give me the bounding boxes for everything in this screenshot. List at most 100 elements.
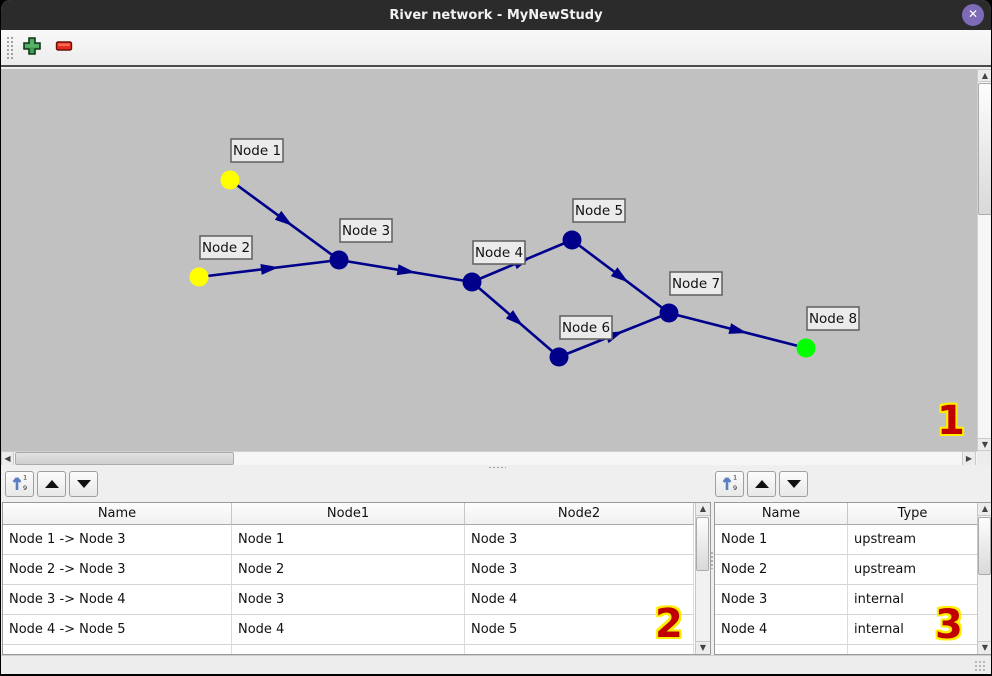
scroll-up-icon[interactable]: ▲ xyxy=(978,503,991,516)
table-cell[interactable]: Node 4 xyxy=(465,585,694,615)
table-cell[interactable]: internal xyxy=(848,615,978,645)
scroll-up-icon[interactable]: ▲ xyxy=(977,69,991,82)
node-label: Node 2 xyxy=(202,240,250,256)
table-row-empty[interactable] xyxy=(3,645,697,654)
canvas-hscroll-thumb[interactable] xyxy=(15,452,234,465)
table-cell[interactable]: Node 1 xyxy=(715,525,848,555)
node-label: Node 8 xyxy=(809,311,857,327)
reaches-move-up-button[interactable] xyxy=(37,471,66,497)
table-cell[interactable] xyxy=(715,645,848,654)
nodes-move-up-button[interactable] xyxy=(747,471,776,497)
toolbar-drag-handle[interactable] xyxy=(6,36,14,60)
edge-arrow-icon xyxy=(260,264,279,275)
node-label: Node 7 xyxy=(672,276,720,292)
table-cell[interactable]: Node 2 xyxy=(232,555,465,585)
scroll-thumb[interactable] xyxy=(978,517,991,575)
scroll-left-icon[interactable]: ◀ xyxy=(1,451,14,466)
nodes-move-down-button[interactable] xyxy=(779,471,808,497)
table-cell[interactable] xyxy=(465,645,694,654)
down-arrow-icon xyxy=(786,480,801,488)
column-header[interactable]: Name xyxy=(715,503,848,525)
up-arrow-icon xyxy=(754,480,769,488)
node-label-box xyxy=(669,271,723,296)
remove-button[interactable] xyxy=(51,35,77,61)
table-cell[interactable]: Node 5 xyxy=(465,615,694,645)
table-cell[interactable]: Node 2 -> Node 3 xyxy=(3,555,232,585)
reaches-move-down-button[interactable] xyxy=(69,471,98,497)
resize-grip-icon[interactable] xyxy=(974,660,987,671)
svg-text:9: 9 xyxy=(733,484,737,491)
annotation-marker: 3 xyxy=(935,602,963,648)
network-node[interactable] xyxy=(220,170,240,190)
node-label: Node 6 xyxy=(562,320,610,336)
table-cell[interactable]: Node 1 -> Node 3 xyxy=(3,525,232,555)
node-label: Node 5 xyxy=(575,203,623,219)
table-cell[interactable]: upstream xyxy=(848,555,978,585)
table-cell[interactable]: Node 3 xyxy=(465,555,694,585)
window-title: River network - MyNewStudy xyxy=(389,7,603,23)
table-cell[interactable]: internal xyxy=(848,585,978,615)
table-cell[interactable]: Node 4 -> Node 5 xyxy=(3,615,232,645)
column-header[interactable]: Name xyxy=(3,503,232,525)
scroll-down-icon[interactable]: ▼ xyxy=(978,641,991,654)
svg-text:1: 1 xyxy=(23,474,27,482)
column-header[interactable]: Node1 xyxy=(232,503,465,525)
scrollbar-corner xyxy=(977,451,991,466)
node-label: Node 1 xyxy=(233,143,281,159)
network-node[interactable] xyxy=(549,347,569,367)
table-cell[interactable] xyxy=(3,645,232,654)
network-node[interactable] xyxy=(329,250,349,270)
canvas-vscroll-thumb[interactable] xyxy=(978,83,991,215)
table-cell[interactable]: Node 4 xyxy=(232,615,465,645)
vertical-splitter-handle-icon[interactable] xyxy=(710,551,714,569)
annotation-marker: 2 xyxy=(655,601,683,647)
up-arrow-icon xyxy=(44,480,59,488)
nodes-sort-button[interactable]: 1 9 xyxy=(715,471,744,497)
network-node[interactable] xyxy=(562,230,582,250)
network-node[interactable] xyxy=(796,338,816,358)
table-cell[interactable]: Node 3 xyxy=(232,585,465,615)
table-cell[interactable]: Node 4 xyxy=(715,615,848,645)
network-node[interactable] xyxy=(189,267,209,287)
edge-arrow-icon xyxy=(728,323,748,334)
scroll-up-icon[interactable]: ▲ xyxy=(696,503,710,516)
scroll-thumb[interactable] xyxy=(696,517,709,571)
canvas-hscrollbar[interactable] xyxy=(1,451,977,466)
table-cell[interactable]: Node 3 xyxy=(715,585,848,615)
add-button[interactable] xyxy=(19,35,45,61)
scroll-down-icon[interactable]: ▼ xyxy=(977,438,991,451)
reaches-table-scrollbar[interactable]: ▲ ▼ xyxy=(695,503,710,654)
close-button[interactable]: ✕ xyxy=(962,4,984,26)
node-label: Node 3 xyxy=(342,223,390,239)
scroll-down-icon[interactable]: ▼ xyxy=(696,641,710,654)
horizontal-splitter[interactable] xyxy=(1,465,991,470)
nodes-table-scrollbar[interactable]: ▲ ▼ xyxy=(977,503,991,654)
column-header[interactable]: Node2 xyxy=(465,503,694,525)
table-cell[interactable]: Node 1 xyxy=(232,525,465,555)
edge-arrow-icon xyxy=(274,210,293,226)
table-cell[interactable]: upstream xyxy=(848,525,978,555)
network-node[interactable] xyxy=(462,272,482,292)
table-cell[interactable]: Node 3 xyxy=(465,525,694,555)
edge-arrow-icon xyxy=(396,264,416,276)
table-cell[interactable]: Node 2 xyxy=(715,555,848,585)
column-header[interactable]: Type xyxy=(848,503,978,525)
reaches-sort-button[interactable]: 1 9 xyxy=(5,471,34,497)
table-cell[interactable] xyxy=(232,645,465,654)
table-cell[interactable]: Node 3 -> Node 4 xyxy=(3,585,232,615)
node-label-box xyxy=(339,218,393,243)
scroll-right-icon[interactable]: ▶ xyxy=(962,451,976,466)
node-label-box xyxy=(572,198,626,223)
network-node[interactable] xyxy=(659,303,679,323)
